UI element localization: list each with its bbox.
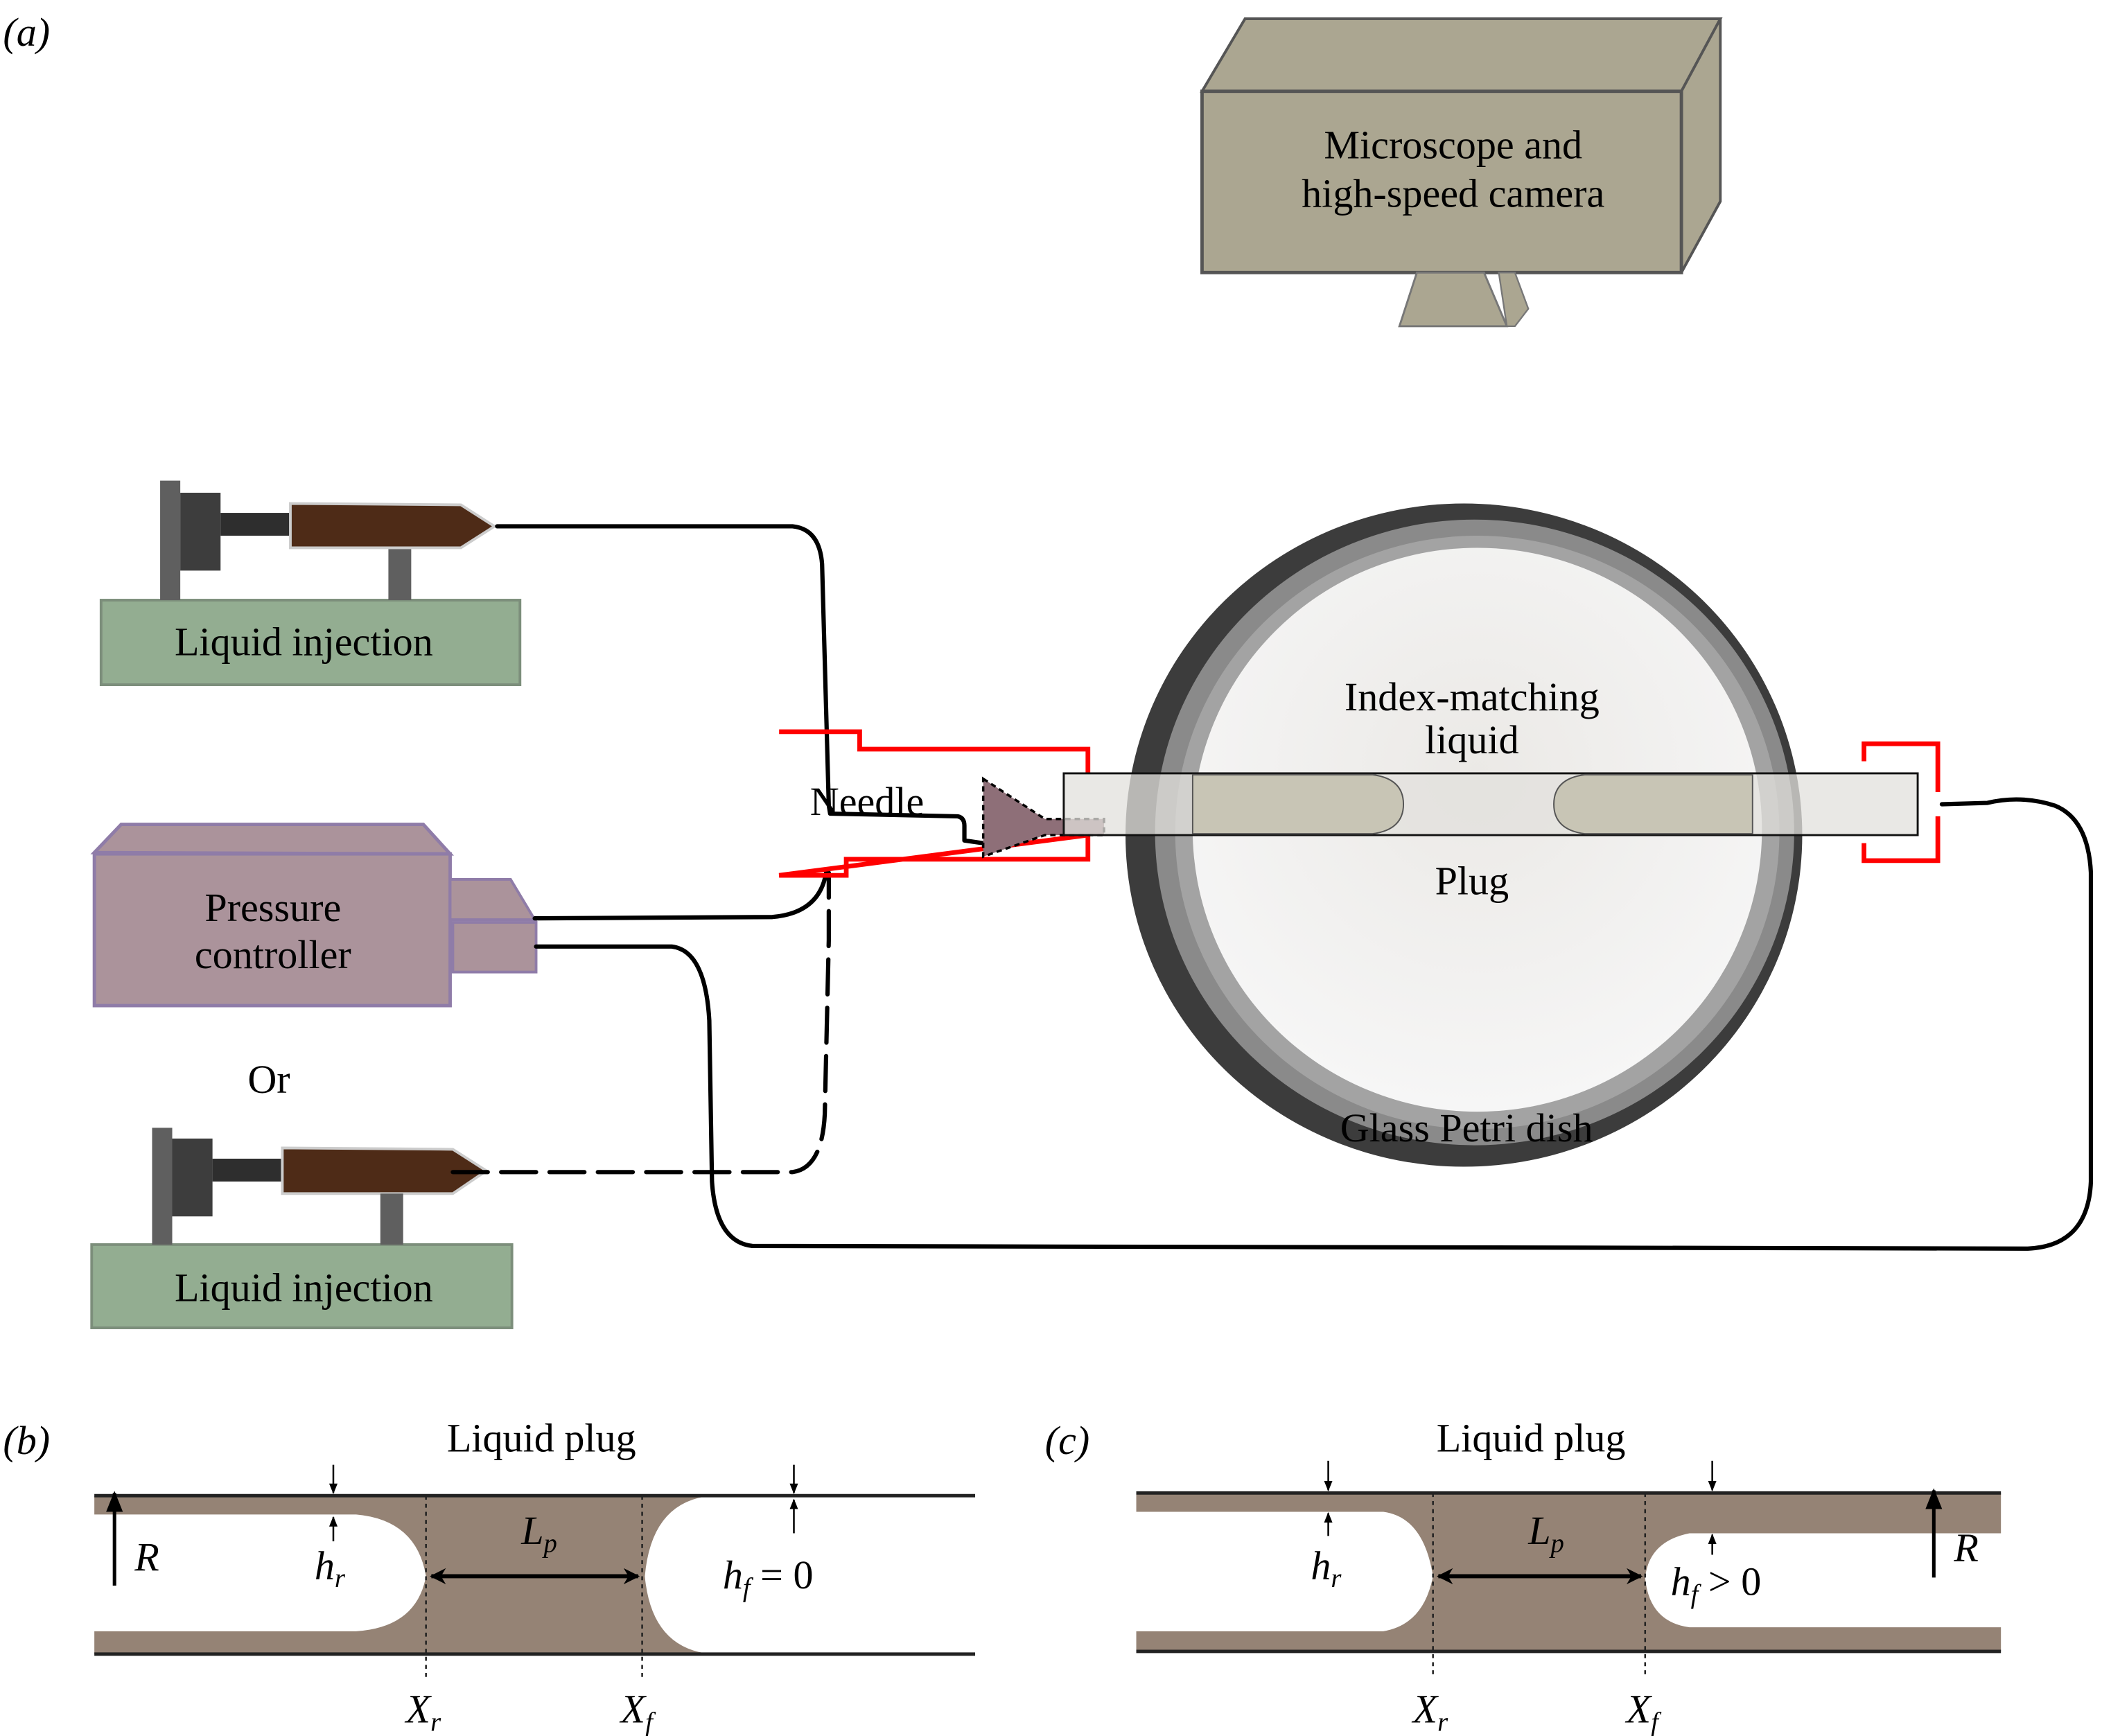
wire-pressure-to-needle — [532, 870, 829, 921]
hr-label: hr — [315, 1543, 346, 1593]
pressure-label-line1: Pressure — [204, 885, 341, 930]
xr-label: Xr — [405, 1687, 442, 1736]
panel-b: (b) Liquid plug R hr Lp hf = 0 Xr Xf — [3, 1415, 976, 1736]
dish-liquid-line2: liquid — [1425, 717, 1519, 762]
needle-label: Needle — [810, 779, 925, 824]
pressure-controller: Pressure controller — [90, 823, 538, 1008]
wire-bottom-syringe-dashed — [450, 870, 831, 1175]
pressure-body — [92, 852, 452, 1008]
dish-label: Glass Petri dish — [1340, 1105, 1593, 1150]
lp-label: Lp — [520, 1508, 557, 1559]
wire-top-syringe-to-needle — [495, 524, 986, 845]
pressure-top — [90, 823, 455, 856]
panel-b-title: Liquid plug — [447, 1415, 636, 1460]
plug-liquid — [1136, 1493, 2002, 1651]
syringe-plate — [160, 480, 181, 600]
tube-outlet-bracket — [1862, 741, 1941, 863]
wire-pressure-to-tube — [534, 797, 2094, 1251]
tube-body — [1062, 772, 1919, 836]
syringe-bottom-label: Liquid injection — [175, 1265, 433, 1310]
camera-top-face — [1200, 17, 1723, 93]
hf-label: hf > 0 — [1671, 1559, 1762, 1610]
hf-label: hf = 0 — [723, 1552, 814, 1603]
panel-c-tag: (c) — [1045, 1418, 1090, 1463]
hr-label: hr — [1311, 1543, 1342, 1593]
syringe-rod — [220, 513, 290, 536]
pressure-label-line2: controller — [195, 932, 351, 977]
camera-label-line2: high-speed camera — [1302, 170, 1604, 216]
needle — [981, 776, 1105, 859]
panel-c: (c) Liquid plug R hr Lp hf > 0 Xr Xf — [1045, 1415, 2002, 1736]
syringe-plunger-head — [172, 1138, 213, 1217]
camera-label-line1: Microscope and — [1324, 123, 1582, 168]
r-label: R — [134, 1535, 159, 1580]
r-label: R — [1953, 1525, 1979, 1570]
syringe-support — [380, 1193, 403, 1245]
plug-liquid — [94, 1496, 712, 1654]
xr-label: Xr — [1412, 1687, 1449, 1736]
microscope-camera: Microscope and high-speed camera — [1200, 17, 1723, 328]
camera-front-face — [1200, 89, 1683, 274]
pressure-port-upper — [448, 878, 538, 922]
plug-meniscus-right — [1553, 773, 1753, 835]
syringe-plunger-head — [180, 493, 221, 571]
plug-label: Plug — [1435, 858, 1509, 903]
camera-stand-side — [1498, 272, 1530, 327]
xf-label: Xf — [1625, 1687, 1663, 1736]
needle-holder-frame — [778, 729, 1091, 878]
panel-a: (a) Microscope and high-speed camera Liq… — [3, 10, 2094, 1329]
panel-a-tag: (a) — [3, 10, 50, 55]
xf-label: Xf — [620, 1687, 657, 1736]
syringe-rod — [212, 1158, 283, 1182]
pressure-port-lower — [451, 921, 538, 974]
syringe-base — [90, 1243, 514, 1329]
syringe-barrel — [281, 1146, 489, 1195]
plug-meniscus-left — [1191, 773, 1405, 835]
syringe-base — [99, 599, 522, 686]
lp-label: Lp — [1527, 1508, 1564, 1559]
syringe-barrel — [289, 502, 498, 550]
syringe-pump-top: Liquid injection — [99, 480, 522, 686]
capillary-tube — [1062, 772, 1919, 836]
or-label: Or — [247, 1057, 290, 1102]
syringe-pump-bottom: Liquid injection — [90, 1128, 514, 1329]
syringe-support — [388, 549, 412, 600]
syringe-top-label: Liquid injection — [175, 619, 433, 664]
dish-liquid-line1: Index-matching — [1345, 674, 1600, 719]
syringe-plate — [152, 1128, 173, 1245]
panel-c-title: Liquid plug — [1437, 1415, 1626, 1460]
panel-b-tag: (b) — [3, 1418, 50, 1463]
camera-stand — [1398, 271, 1509, 328]
